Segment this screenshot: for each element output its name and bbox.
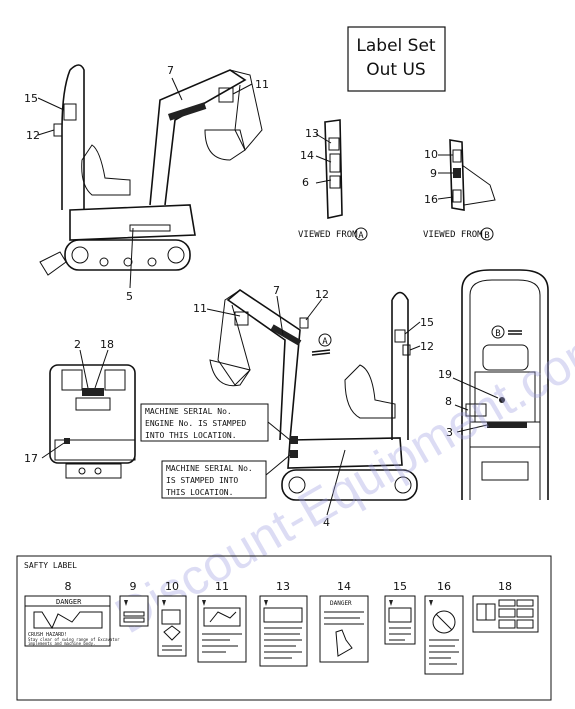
safety-label-10-number: 10 xyxy=(165,580,179,593)
serial-note-1-line-2: ENGINE No. IS STAMPED xyxy=(145,419,246,428)
safety-label-8-line-1: CRUSH HAZARD! xyxy=(28,632,67,638)
callout-18: 18 xyxy=(100,338,114,351)
callout-15-a: 15 xyxy=(24,92,38,105)
callout-16-b: 16 xyxy=(424,193,438,206)
callout-12-b: 12 xyxy=(315,288,329,301)
safety-label-14-signal-word: DANGER xyxy=(330,600,352,607)
callout-8: 8 xyxy=(445,395,452,408)
callout-6: 6 xyxy=(302,176,309,189)
safety-label-8-line-2: Stay clear of swing range of Excavator xyxy=(28,637,120,642)
safety-label-10: 10 xyxy=(157,580,187,657)
excavator-rear-view: B 19 8 3 xyxy=(438,269,549,500)
safety-label-13-number: 13 xyxy=(276,580,290,593)
serial-note-1-line-3: INTO THIS LOCATION. xyxy=(145,431,237,440)
safety-label-8-number: 8 xyxy=(65,580,72,593)
excavator-side-view-right: A 11 7 12 15 12 4 xyxy=(193,284,434,529)
view-marker-b-2: B xyxy=(495,329,500,339)
safety-label-11-number: 11 xyxy=(215,580,229,593)
callout-9-b: 9 xyxy=(430,167,437,180)
detail-view-a: 13 14 6 VIEWED FROM A xyxy=(298,119,368,241)
safety-label-9: 9 xyxy=(119,580,149,627)
safety-label-15-number: 15 xyxy=(393,580,407,593)
serial-note-1-line-1: MACHINE SERIAL No. xyxy=(145,407,232,416)
safety-label-15: 15 xyxy=(384,580,416,645)
safety-label-18-number: 18 xyxy=(498,580,512,593)
callout-13-a: 13 xyxy=(305,127,319,140)
serial-note-2-line-1: MACHINE SERIAL No. xyxy=(166,464,253,473)
view-marker-a: A xyxy=(358,231,364,241)
callout-11-b: 11 xyxy=(193,302,207,315)
callout-5: 5 xyxy=(126,290,133,303)
safety-label-18: 18 xyxy=(472,580,539,633)
safety-label-13: 13 xyxy=(259,580,308,667)
callout-2: 2 xyxy=(74,338,81,351)
safety-label-panel: SAFTY LABEL 8 DANGER CRUSH HAZARD! Stay … xyxy=(16,555,552,701)
safety-label-14: 14 DANGER xyxy=(319,580,369,663)
callout-14-a: 14 xyxy=(300,149,314,162)
safety-label-8-line-3: implements and machine body. xyxy=(28,641,95,646)
title-box: Label Set Out US xyxy=(347,26,446,92)
callout-7-a: 7 xyxy=(167,64,174,77)
callout-15-b: 15 xyxy=(420,316,434,329)
safety-label-16: 16 xyxy=(424,580,464,675)
view-marker-b: B xyxy=(484,231,489,241)
callout-10-b: 10 xyxy=(424,148,438,161)
callout-19: 19 xyxy=(438,368,452,381)
callout-4: 4 xyxy=(323,516,330,529)
callouts-left-view: 15 12 7 11 5 xyxy=(24,64,269,303)
safety-label-8-signal-word: DANGER xyxy=(56,598,82,606)
excavator-front-view: 2 18 17 xyxy=(24,338,136,479)
serial-note-2-line-3: THIS LOCATION. xyxy=(166,488,233,497)
safety-label-9-number: 9 xyxy=(130,580,137,593)
callout-11-a: 11 xyxy=(255,78,269,91)
viewed-from-b-caption: VIEWED FROM xyxy=(423,230,483,240)
serial-note-2: MACHINE SERIAL No. IS STAMPED INTO THIS … xyxy=(161,454,291,499)
serial-note-1: MACHINE SERIAL No. ENGINE No. IS STAMPED… xyxy=(140,403,291,442)
view-marker-a-2: A xyxy=(322,337,328,347)
title-line-2: Out US xyxy=(366,60,425,80)
title-line-1: Label Set xyxy=(356,36,436,56)
callout-12-a: 12 xyxy=(26,129,40,142)
callout-17: 17 xyxy=(24,452,38,465)
safety-label-heading: SAFTY LABEL xyxy=(24,561,77,570)
callout-7-b: 7 xyxy=(273,284,280,297)
viewed-from-a-caption: VIEWED FROM xyxy=(298,230,358,240)
safety-label-8: 8 DANGER CRUSH HAZARD! Stay clear of swi… xyxy=(24,580,120,647)
callout-12-c: 12 xyxy=(420,340,434,353)
safety-label-14-number: 14 xyxy=(337,580,351,593)
detail-view-b: 10 9 16 VIEWED FROM B xyxy=(423,139,496,241)
safety-label-11: 11 xyxy=(197,580,247,663)
safety-label-16-number: 16 xyxy=(437,580,451,593)
excavator-side-view-left xyxy=(39,64,263,276)
callout-3: 3 xyxy=(446,426,453,439)
serial-note-2-line-2: IS STAMPED INTO xyxy=(166,476,238,485)
